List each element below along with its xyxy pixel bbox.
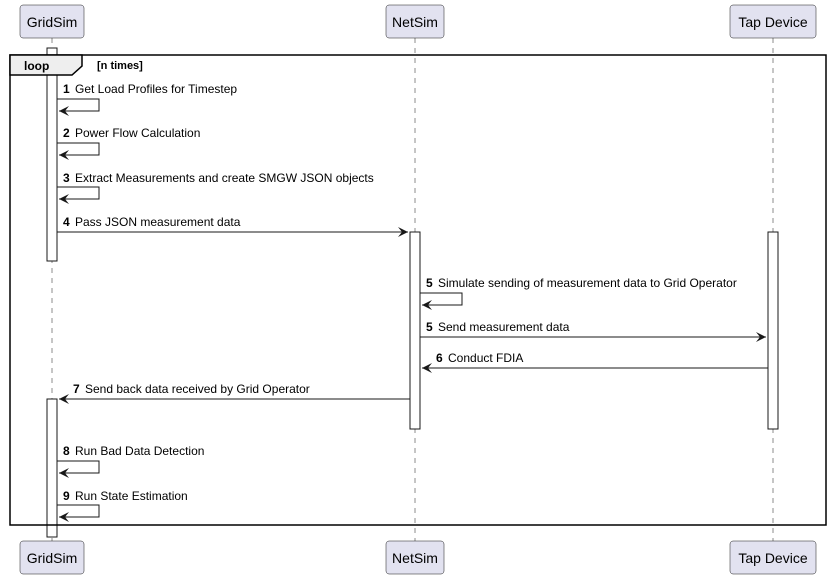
message-5b: 5 Send measurement data [420,320,766,342]
activation-bar-tap-device [767,231,779,430]
participant-gridsim-top: GridSim [19,4,85,39]
message-7: 7 Send back data received by Grid Operat… [59,382,410,404]
message-6: 6 Conduct FDIA [422,351,768,373]
message-number: 4 [63,215,70,229]
participant-netsim-top: NetSim [385,4,445,39]
message-8: 8 Run Bad Data Detection [57,444,204,478]
message-number: 9 [63,489,70,503]
participant-tap-device-bottom: Tap Device [729,540,817,575]
activation-bar-gridsim-2 [46,398,58,538]
participant-label: Tap Device [738,550,807,566]
message-text: Run Bad Data Detection [75,444,204,458]
loop-frame: loop [n times] [9,54,827,526]
participant-label: GridSim [27,14,78,30]
message-text: Send back data received by Grid Operator [85,382,310,396]
participant-label: Tap Device [738,14,807,30]
message-9: 9 Run State Estimation [57,489,188,522]
message-5a: 5 Simulate sending of measurement data t… [420,276,737,310]
message-1: 1 Get Load Profiles for Timestep [57,82,237,116]
message-text: Pass JSON measurement data [75,215,241,229]
message-number: 5 [426,320,433,334]
participant-netsim-bottom: NetSim [385,540,445,575]
message-number: 2 [63,126,70,140]
message-text: Simulate sending of measurement data to … [438,276,737,290]
message-text: Conduct FDIA [448,351,523,365]
message-4: 4 Pass JSON measurement data [57,215,408,237]
activation-bar-gridsim-1 [46,47,58,262]
loop-condition: [n times] [97,60,143,72]
participant-label: NetSim [392,550,438,566]
message-3: 3 Extract Measurements and create SMGW J… [57,171,374,204]
message-2: 2 Power Flow Calculation [57,126,200,160]
message-text: Run State Estimation [75,489,188,503]
message-number: 1 [63,82,70,96]
message-text: Send measurement data [438,320,570,334]
loop-label: loop [24,59,49,73]
participant-gridsim-bottom: GridSim [19,540,85,575]
message-text: Extract Measurements and create SMGW JSO… [75,171,374,185]
activation-bar-netsim [409,231,421,430]
participant-tap-device-top: Tap Device [729,4,817,39]
message-text: Power Flow Calculation [75,126,200,140]
message-number: 6 [436,351,443,365]
message-text: Get Load Profiles for Timestep [75,82,237,96]
message-number: 5 [426,276,433,290]
participant-label: GridSim [27,550,78,566]
message-number: 8 [63,444,70,458]
participant-label: NetSim [392,14,438,30]
message-number: 3 [63,171,70,185]
message-number: 7 [73,382,80,396]
